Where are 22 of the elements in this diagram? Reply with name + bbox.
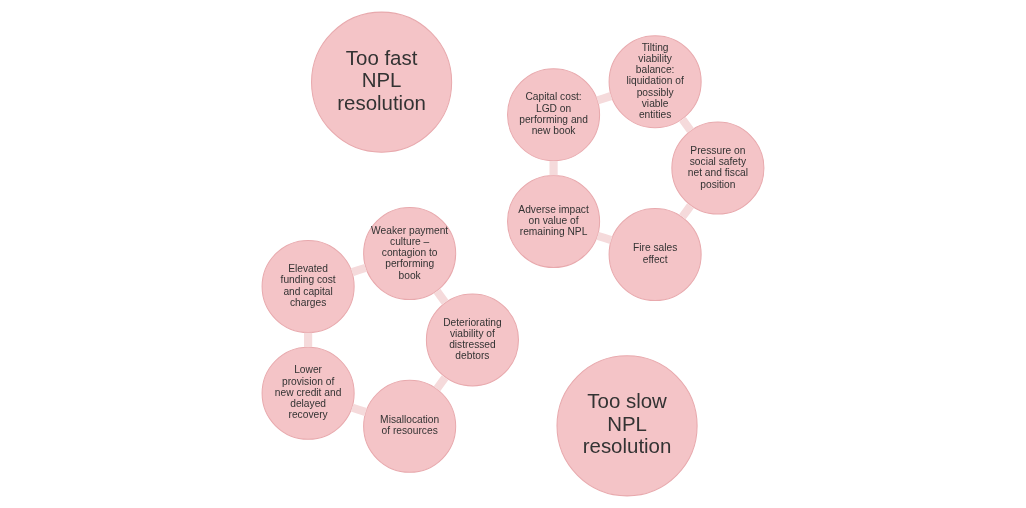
node-circle: Elevated funding cost and capital charges <box>261 240 355 334</box>
node-circle: Misallocation of resources <box>363 379 457 473</box>
node-circle: Tilting viability balance: liquidation of possibly viable entities <box>608 35 702 129</box>
node-circle: Capital cost: LGD on performing and new book <box>507 68 601 162</box>
connector <box>549 161 558 176</box>
node-circle: Too slow NPL resolution <box>556 355 698 497</box>
connector <box>304 332 313 348</box>
connector <box>596 92 613 105</box>
node-circle: Too fast NPL resolution <box>311 11 453 153</box>
connector <box>350 263 367 277</box>
connector <box>679 116 694 133</box>
connector <box>350 403 367 416</box>
connector <box>596 231 613 245</box>
node-circle: Fire sales effect <box>608 207 702 301</box>
node-circle: Pressure on social safety net and fiscal position <box>671 121 765 215</box>
node-circle: Adverse impact on value of remaining NPL <box>507 174 601 268</box>
node-circle: Lower provision of new credit and delayed recovery <box>261 346 355 440</box>
node-circle: Weaker payment culture – contagion to performing book <box>363 207 457 301</box>
connector <box>433 375 449 392</box>
connector <box>679 203 694 220</box>
node-circle: Deteriorating viability of distressed debtors <box>425 293 519 387</box>
connector <box>433 288 449 305</box>
